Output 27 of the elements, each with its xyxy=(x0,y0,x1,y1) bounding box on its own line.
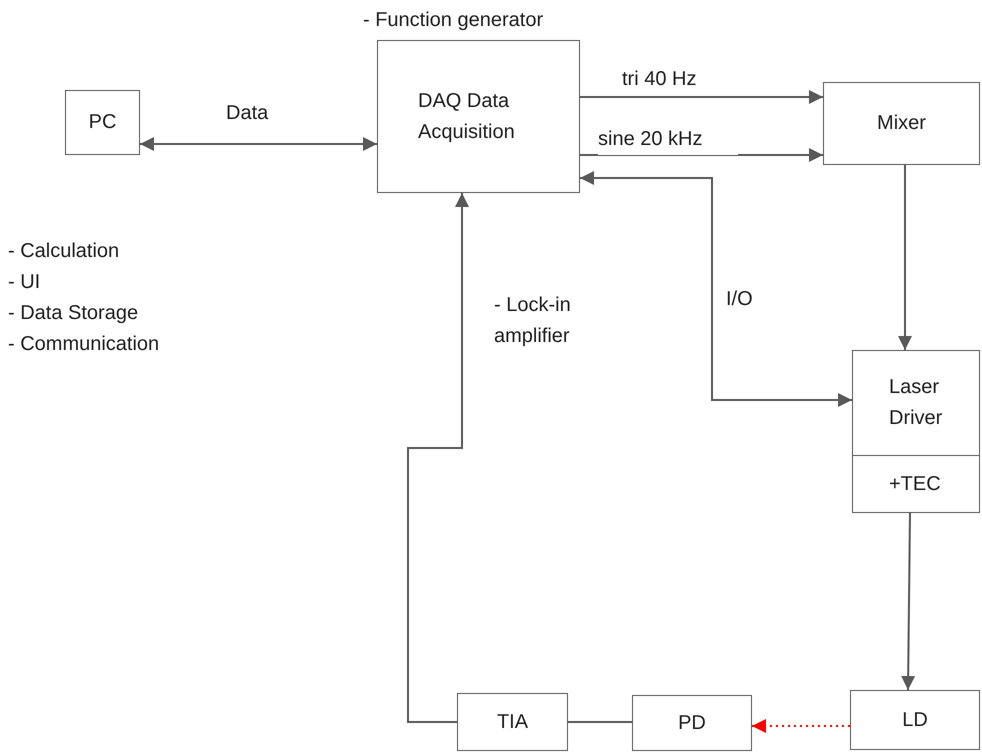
box-caption: - Function generator xyxy=(363,8,544,33)
process-box xyxy=(632,695,752,751)
box-label: TIA xyxy=(496,710,528,734)
arrow xyxy=(407,193,469,723)
note-text: - UI xyxy=(8,270,42,295)
arrow xyxy=(580,90,823,104)
box-label: Laser Driver xyxy=(889,375,943,431)
box-label: +TEC xyxy=(889,472,941,496)
box-label: PC xyxy=(88,110,116,135)
box-label: PD xyxy=(678,710,706,736)
arrow xyxy=(140,137,377,151)
arrow xyxy=(898,165,912,350)
process-box xyxy=(457,693,568,751)
note-text: - Calculation xyxy=(8,239,120,264)
arrow xyxy=(580,171,852,407)
process-box xyxy=(65,90,140,155)
note-text: - Data Storage xyxy=(8,301,140,326)
process-box xyxy=(823,82,980,165)
dotted-arrow xyxy=(752,719,850,733)
arrow xyxy=(580,148,823,162)
box-label: DAQ Data Acquisition xyxy=(418,88,516,144)
box-label: Mixer xyxy=(877,111,926,136)
process-box xyxy=(850,690,980,750)
box-label: LD xyxy=(902,708,928,732)
process-box xyxy=(852,350,980,513)
note-text: - Communication xyxy=(8,332,160,357)
arrow xyxy=(901,512,916,690)
